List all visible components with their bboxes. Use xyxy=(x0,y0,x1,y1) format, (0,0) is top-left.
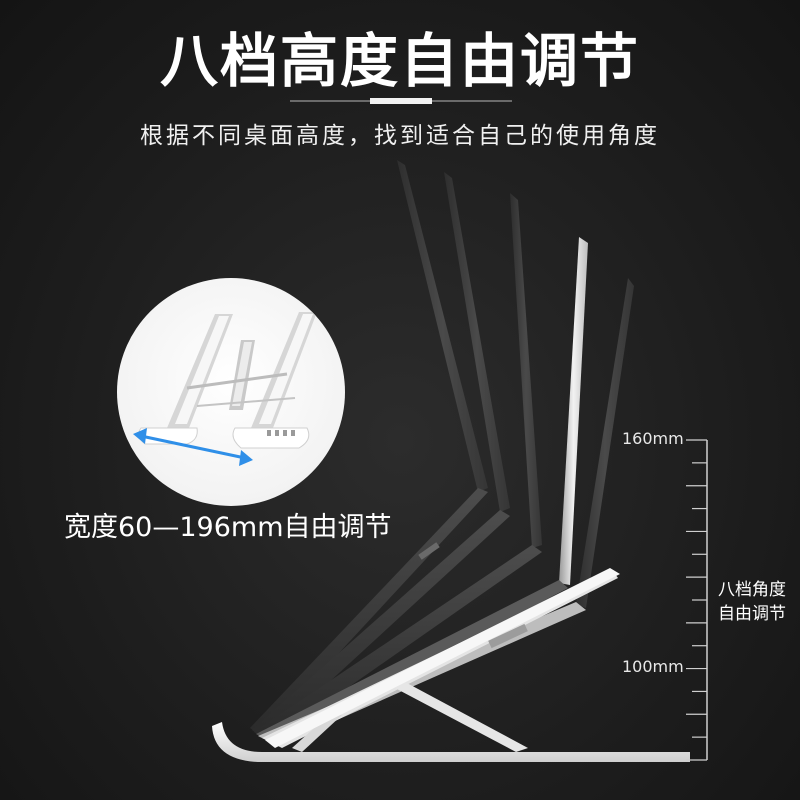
angle-note-line: 八档角度 xyxy=(718,580,786,600)
stand-support-arm xyxy=(292,712,342,752)
stand-foot xyxy=(232,427,310,449)
laptop-lid xyxy=(397,160,488,492)
stand-top-plate xyxy=(265,568,620,748)
scale-top-label: 160mm xyxy=(622,429,684,448)
stand-support-arm xyxy=(395,682,528,752)
angle-note: 八档角度 自由调节 xyxy=(709,578,795,626)
stand-brace xyxy=(232,342,252,406)
laptop-lids xyxy=(397,160,634,608)
page-subtitle: 根据不同桌面高度，找到适合自己的使用角度 xyxy=(140,123,660,149)
laptop-base xyxy=(256,580,568,744)
scale-bottom-label: 100mm xyxy=(622,657,684,676)
double-arrow-icon xyxy=(133,428,253,466)
title-divider-accent xyxy=(370,98,432,104)
laptop-base xyxy=(254,545,542,742)
stand-photo-inset xyxy=(117,278,345,506)
laptop-port xyxy=(488,623,528,649)
laptop-lid xyxy=(576,278,634,608)
laptop-stand xyxy=(212,568,690,762)
laptop-lid xyxy=(444,172,510,512)
height-scale xyxy=(686,439,708,761)
laptop-stand-icon xyxy=(133,312,317,466)
stand-crossbar xyxy=(186,372,288,390)
stand-notches xyxy=(267,430,295,436)
laptop-lid xyxy=(559,237,588,585)
laptop-port xyxy=(418,542,440,560)
stand-base-bar xyxy=(212,722,690,762)
laptop-lid xyxy=(510,193,542,548)
stand-crossbar xyxy=(196,397,296,407)
angle-note-line: 自由调节 xyxy=(718,604,786,624)
width-caption: 宽度60—196mm自由调节 xyxy=(64,512,392,543)
laptop-base xyxy=(252,510,510,740)
page-title: 八档高度自由调节 xyxy=(159,27,640,95)
stand-leg xyxy=(259,314,313,424)
stand-leg xyxy=(175,316,229,424)
